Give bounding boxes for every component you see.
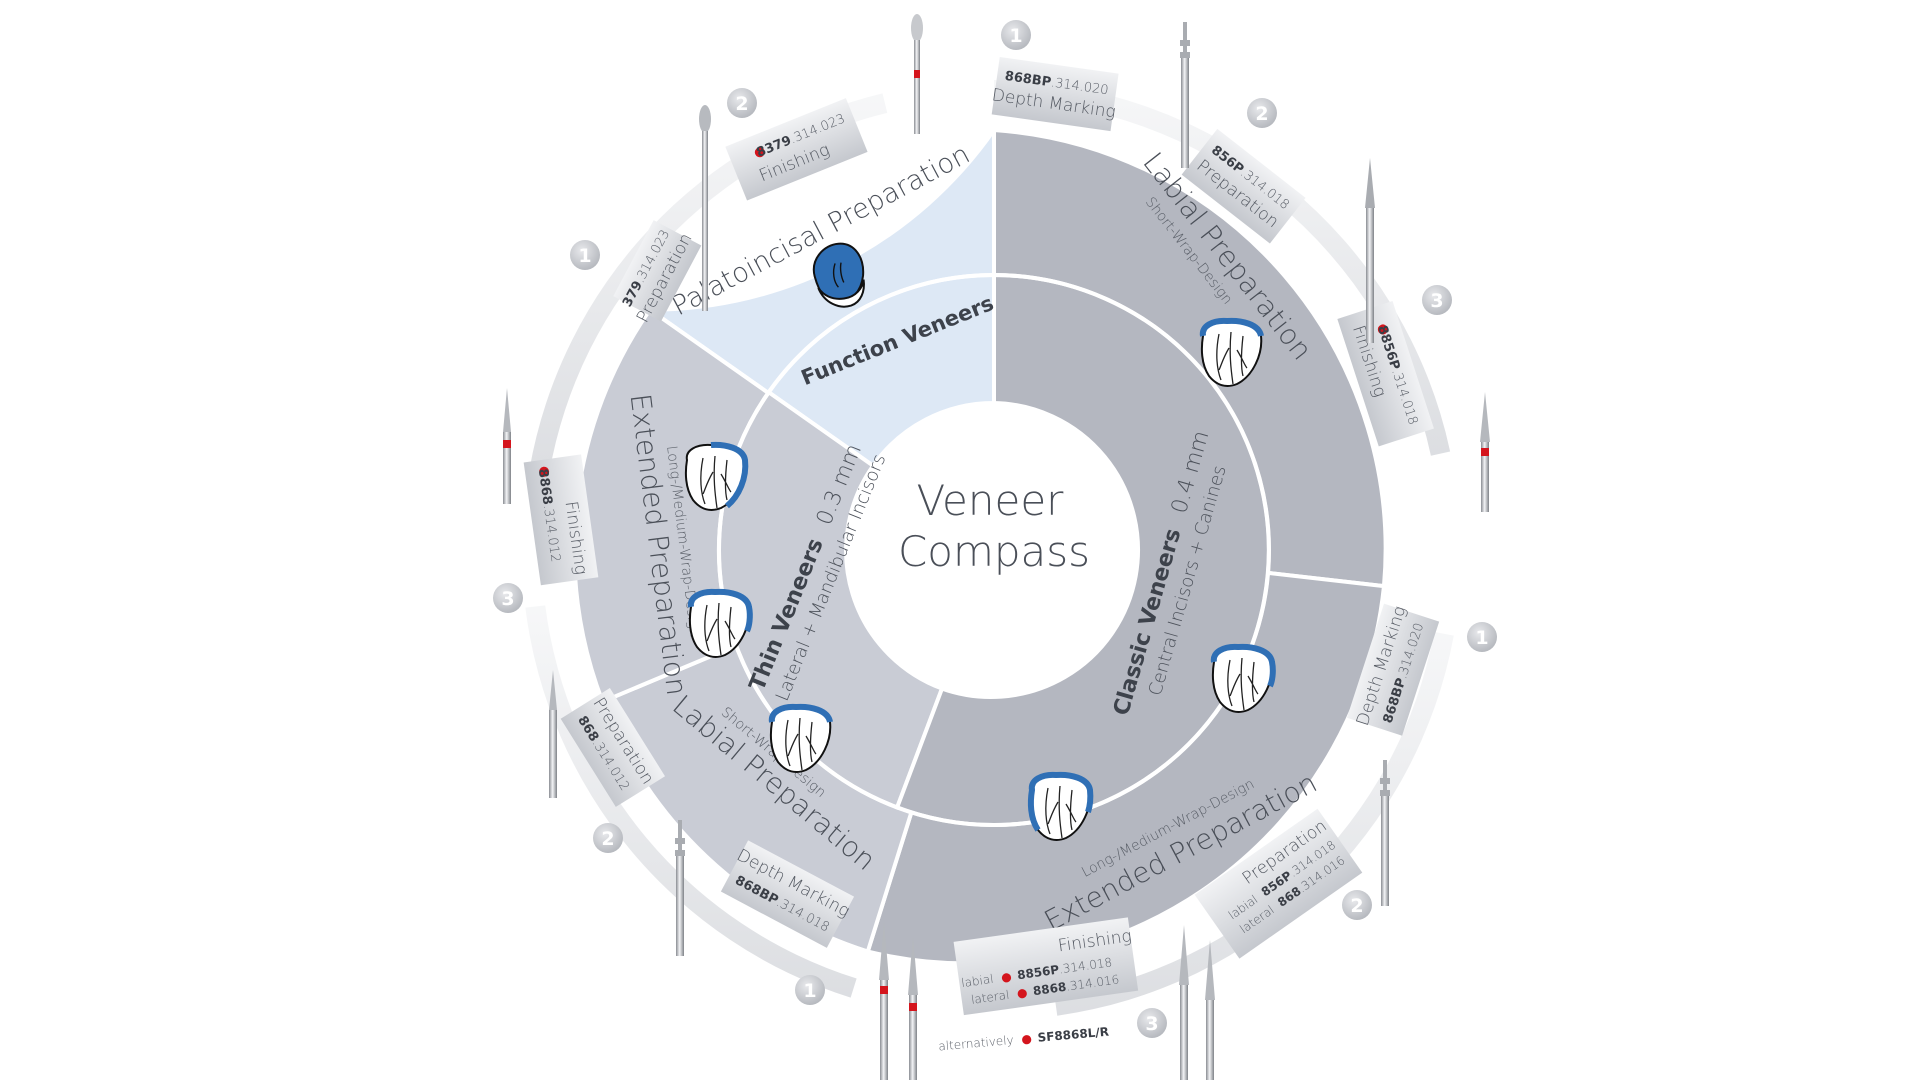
bur-icon-cr-2: [1365, 158, 1375, 343]
tooth-icon-extended-left-1: [684, 441, 749, 511]
caption-ce-3: Finishing labial ● 8856P.314.018 lateral…: [953, 917, 1139, 1016]
tooth-icon-extended-left-2: [687, 588, 753, 658]
svg-text:3: 3: [1145, 1013, 1158, 1035]
svg-text:3: 3: [1430, 290, 1443, 312]
svg-text:1: 1: [803, 980, 816, 1002]
tooth-icon-extended-bottom-2: [1027, 771, 1094, 841]
finishing-dot: ●: [1016, 985, 1028, 1000]
ce-3-altpre: alternatively: [938, 1033, 1014, 1054]
bur-icon-ce-3a: [879, 920, 889, 1084]
bur-icon-ce-2a: [1179, 925, 1189, 1084]
bur-icon-ce-2b: [1205, 940, 1215, 1084]
tooth-icon-palatoincisal: [812, 242, 865, 308]
tl-3-code: 8868: [535, 468, 555, 506]
svg-text:1: 1: [1475, 627, 1488, 649]
step-badge-cr-1: 1: [1001, 20, 1031, 50]
caption-pal-2: 8379.314.023 Finishing: [725, 98, 868, 201]
bur-icon-ce-1: [1380, 760, 1390, 906]
step-badge-tl-3: 3: [493, 583, 523, 613]
svg-text:1: 1: [578, 245, 591, 267]
bur-icon-ce-3b: [908, 935, 918, 1084]
ce-3-altcode: SF8868L/R: [1037, 1025, 1109, 1045]
step-badge-cr-3: 3: [1422, 285, 1452, 315]
finishing-dot: [539, 466, 550, 477]
bur-icon-pal-1: [699, 105, 711, 311]
cr-1-code: 868BP: [1004, 69, 1052, 90]
ce-3-l2code: 8868: [1032, 980, 1067, 999]
finishing-dot: ●: [1021, 1031, 1033, 1046]
bur-icon-tl-1: [675, 820, 685, 956]
ce-3-l1pre: labial: [960, 972, 994, 990]
step-badge-ce-3: 3: [1137, 1008, 1167, 1038]
bur-icon-cr-1: [1180, 22, 1190, 168]
svg-text:2: 2: [1255, 103, 1268, 125]
step-badge-ce-2: 2: [1342, 890, 1372, 920]
svg-text:2: 2: [601, 828, 614, 850]
center-title-line1: Veneer: [917, 476, 1065, 525]
finishing-dot: [1377, 324, 1388, 335]
bur-icon-pal-2: [911, 14, 923, 134]
step-badge-tl-1: 1: [795, 975, 825, 1005]
caption-cr-1: 868BP.314.020 Depth Marking: [991, 56, 1119, 132]
svg-text:3: 3: [501, 588, 514, 610]
step-badge-pal-1: 1: [570, 240, 600, 270]
bur-icon-tl-2: [549, 670, 557, 798]
center-title-line2: Compass: [898, 527, 1090, 576]
svg-text:1: 1: [1009, 25, 1022, 47]
caption-cr-3: 8856P.314.018 Finishing: [1337, 301, 1434, 447]
step-badge-pal-2: 2: [727, 88, 757, 118]
finishing-dot: ●: [1000, 969, 1012, 984]
finishing-dot: [754, 147, 765, 158]
caption-tl-3: Finishing 8868.314.012: [523, 454, 599, 586]
bur-icon-tl-3: [503, 388, 511, 504]
step-badge-cr-2: 2: [1247, 98, 1277, 128]
step-badge-tl-2: 2: [593, 823, 623, 853]
tooth-icon-extended-bottom-1: [1210, 643, 1276, 713]
ce-3-l2pre: lateral: [970, 988, 1010, 1007]
tooth-icon-labial-left: [768, 703, 833, 773]
bur-icon-cr-3: [1480, 392, 1490, 512]
svg-text:2: 2: [1350, 895, 1363, 917]
center-disc: [849, 405, 1139, 695]
step-badge-ce-1: 1: [1467, 622, 1497, 652]
tooth-icon-labial-right: [1199, 317, 1264, 387]
ce-3-l1code: 8856P: [1016, 963, 1060, 983]
ce-3-alternative: alternatively ● SF8868L/R: [938, 1025, 1110, 1054]
svg-text:2: 2: [735, 93, 748, 115]
